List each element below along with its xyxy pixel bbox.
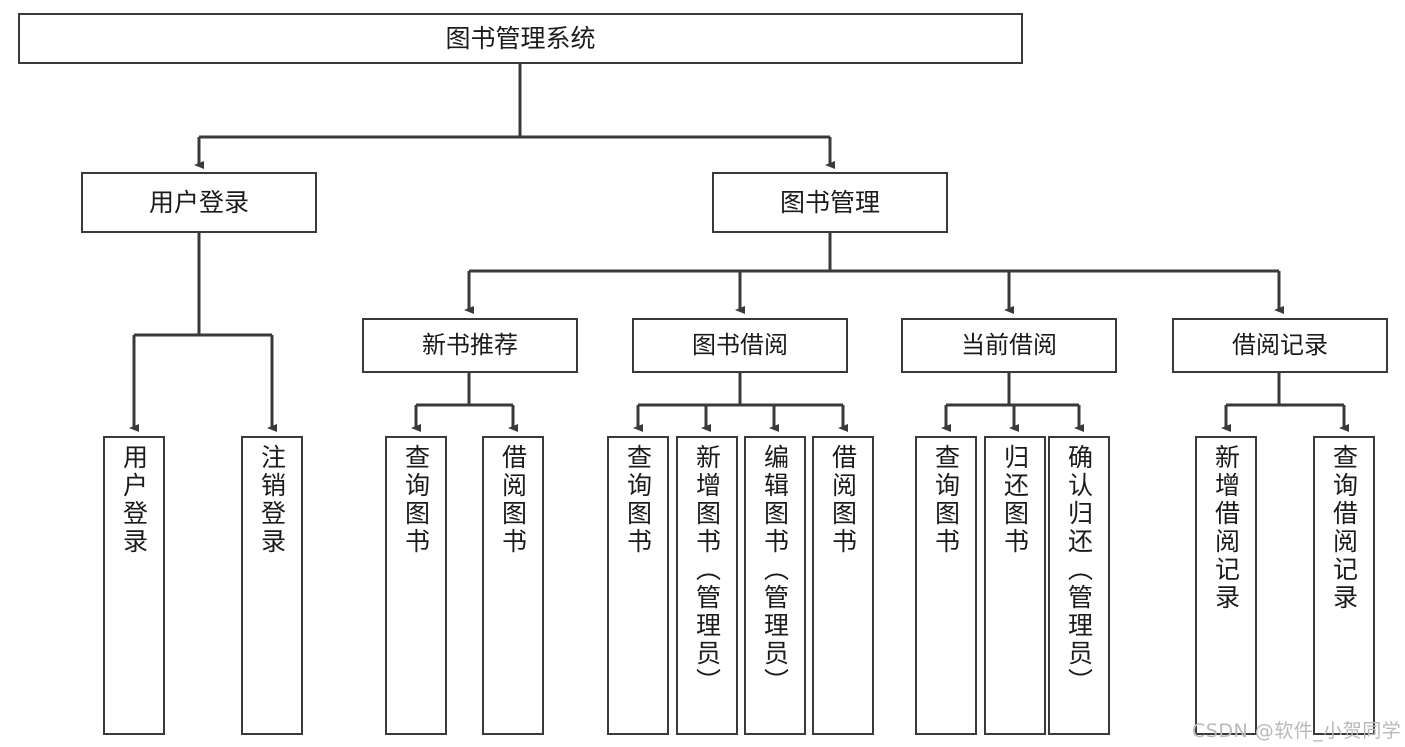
node-label: 查询图书 <box>623 444 653 556</box>
leaf-borrow-book-1[interactable]: 借阅图书 <box>482 436 544 735</box>
node-label: 新增图书（管理员） <box>692 444 722 696</box>
connector-borrow-record-to-leaves <box>1221 373 1349 432</box>
node-book-management[interactable]: 图书管理 <box>712 172 948 233</box>
connector-current-borrow-to-leaves <box>941 373 1084 432</box>
leaf-query-book-1[interactable]: 查询图书 <box>385 436 447 735</box>
leaf-edit-book[interactable]: 编辑图书（管理员） <box>744 436 806 735</box>
node-label: 图书管理系统 <box>445 23 596 53</box>
node-label: 查询图书 <box>931 444 961 556</box>
leaf-query-book-3[interactable]: 查询图书 <box>915 436 977 735</box>
connector-root-to-level1 <box>194 64 835 169</box>
node-user-login[interactable]: 用户登录 <box>81 172 317 233</box>
leaf-query-record[interactable]: 查询借阅记录 <box>1313 436 1375 735</box>
node-label: 图书管理 <box>779 187 880 217</box>
node-new-book-recommend[interactable]: 新书推荐 <box>362 318 578 373</box>
leaf-confirm-return[interactable]: 确认归还（管理员） <box>1048 436 1110 735</box>
node-label: 查询图书 <box>401 444 431 556</box>
node-label: 新书推荐 <box>422 331 518 360</box>
node-borrow-record[interactable]: 借阅记录 <box>1172 318 1388 373</box>
node-label: 归还图书 <box>1000 444 1030 556</box>
leaf-query-book-2[interactable]: 查询图书 <box>607 436 669 735</box>
node-label: 注销登录 <box>257 444 287 556</box>
connector-new-book-recommend-to-leaves <box>411 373 518 432</box>
node-label: 借阅图书 <box>498 444 528 556</box>
leaf-borrow-book-2[interactable]: 借阅图书 <box>812 436 874 735</box>
node-label: 图书借阅 <box>692 331 788 360</box>
node-label: 查询借阅记录 <box>1329 444 1359 612</box>
node-book-borrow[interactable]: 图书借阅 <box>632 318 848 373</box>
connector-book-borrow-to-leaves <box>633 373 848 432</box>
node-label: 编辑图书（管理员） <box>760 444 790 696</box>
leaf-return-book[interactable]: 归还图书 <box>984 436 1046 735</box>
node-label: 借阅图书 <box>828 444 858 556</box>
node-root-book-management-system[interactable]: 图书管理系统 <box>18 13 1023 64</box>
node-label: 用户登录 <box>148 187 249 217</box>
csdn-watermark: CSDN @软件_小贺同学 <box>1192 720 1402 742</box>
node-label: 借阅记录 <box>1232 331 1328 360</box>
node-label: 用户登录 <box>119 444 149 556</box>
leaf-add-book[interactable]: 新增图书（管理员） <box>676 436 738 735</box>
node-current-borrow[interactable]: 当前借阅 <box>901 318 1117 373</box>
node-label: 新增借阅记录 <box>1211 444 1241 612</box>
leaf-user-login[interactable]: 用户登录 <box>103 436 165 735</box>
leaf-add-record[interactable]: 新增借阅记录 <box>1195 436 1257 735</box>
leaf-logout[interactable]: 注销登录 <box>241 436 303 735</box>
node-label: 确认归还（管理员） <box>1064 444 1094 696</box>
connector-user-login-to-leaves <box>129 233 277 432</box>
connector-book-management-to-level2 <box>464 233 1284 314</box>
node-label: 当前借阅 <box>961 331 1057 360</box>
